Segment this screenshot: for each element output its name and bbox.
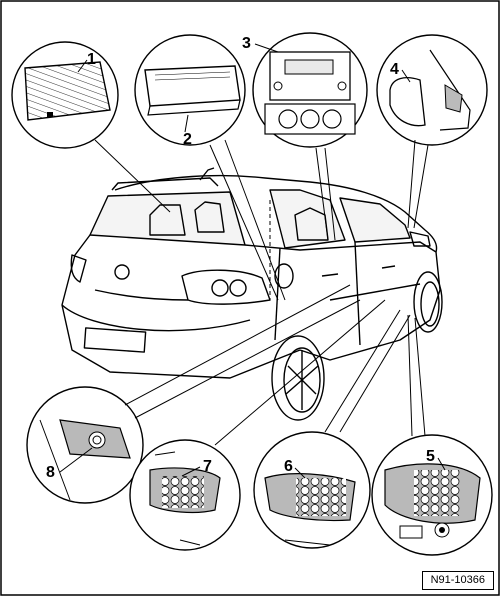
callout-1: 1 bbox=[87, 51, 96, 68]
callout-3: 3 bbox=[242, 35, 251, 52]
callout-2: 2 bbox=[183, 131, 192, 148]
figure-reference-code: N91-10366 bbox=[421, 570, 494, 590]
detail-front-pillar bbox=[376, 34, 488, 146]
callout-4: 4 bbox=[390, 61, 399, 78]
detail-rear-window bbox=[11, 41, 119, 149]
leader-lines bbox=[59, 43, 446, 479]
callout-7: 7 bbox=[203, 458, 212, 475]
detail-front-side-antenna bbox=[371, 434, 493, 556]
callout-8: 8 bbox=[46, 464, 55, 481]
detail-rear-side-panel bbox=[26, 386, 144, 504]
car-illustration bbox=[61, 167, 443, 421]
detail-antenna-amplifier bbox=[134, 34, 246, 146]
detail-radio-unit bbox=[252, 32, 368, 148]
callout-6: 6 bbox=[284, 458, 293, 475]
detail-front-door-antenna bbox=[253, 431, 371, 549]
detail-rear-door-antenna bbox=[129, 439, 241, 551]
callout-5: 5 bbox=[426, 448, 435, 465]
